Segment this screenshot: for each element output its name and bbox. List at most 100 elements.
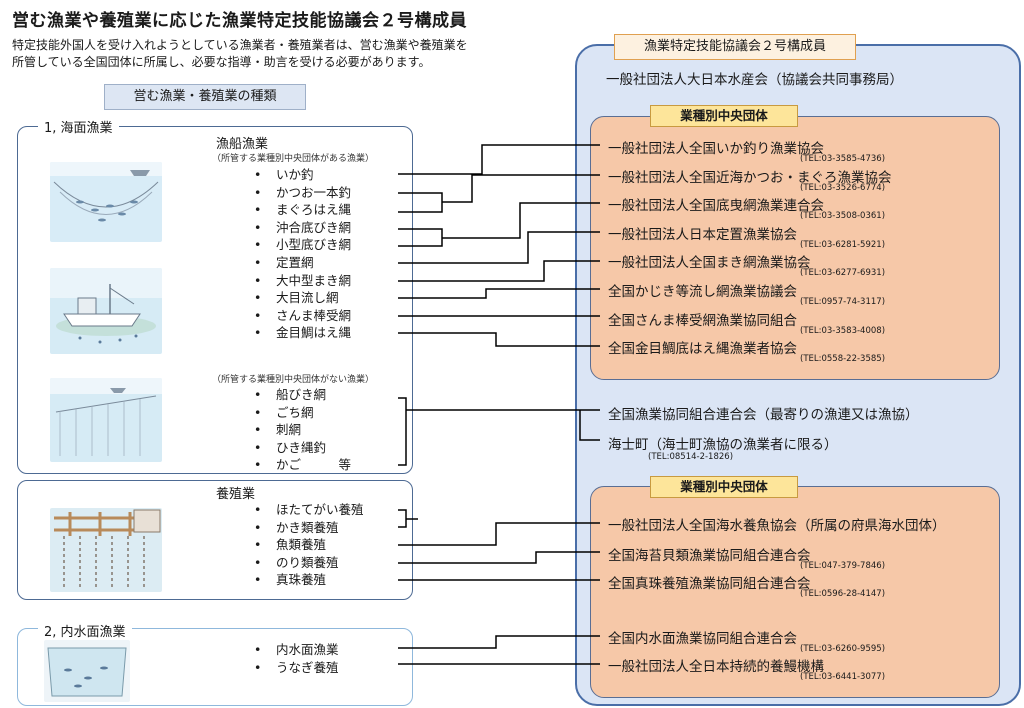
organization-phone: (TEL:047-379-7846) — [800, 561, 886, 571]
organization-phone: (TEL:03-3526-6774) — [800, 182, 886, 193]
aquaculture-list: •ほたてがい養殖•かき類養殖•魚類養殖•のり類養殖•真珠養殖 — [254, 501, 364, 589]
gill-net-illustration — [50, 378, 162, 462]
bullet-icon: • — [254, 572, 262, 588]
list-item: • 定置網 — [254, 254, 351, 272]
inland-pond-illustration — [44, 640, 130, 702]
list-item: •大中型まき網 — [254, 272, 351, 290]
bullet-icon: • — [254, 519, 262, 535]
organization-phone: (TEL:03-3508-0361) — [800, 211, 886, 222]
list-item: • 沖合底びき網 — [254, 219, 351, 237]
list-item: •魚類養殖 — [254, 536, 364, 554]
bullet-icon: • — [254, 219, 262, 235]
inland-list: • 内水面漁業 •うなぎ養殖 — [254, 641, 339, 676]
list-item-label: ほたてがい養殖 — [276, 502, 364, 517]
organization-entry: 全国かじき等流し網漁業協議会(TEL:0957-74-3117) — [608, 280, 892, 309]
list-item-label: 定置網 — [276, 254, 314, 270]
organization-phone: (TEL:03-3583-4008) — [800, 325, 886, 336]
list-item-label: さんま棒受網 — [276, 307, 352, 323]
organization-entry: 一般社団法人全国近海かつお・まぐろ漁業協会(TEL:03-3526-6774) — [608, 166, 892, 195]
page-title: 営む漁業や養殖業に応じた漁業特定技能協議会２号構成員 — [12, 11, 467, 31]
organization-phone: (TEL:03-6277-6931) — [800, 268, 886, 279]
organization-name: 一般社団法人全国いか釣り漁業協会 — [608, 141, 824, 157]
list-item-label: まぐろはえ縄 — [276, 202, 352, 218]
list-item: •さんま棒受網 — [254, 307, 351, 325]
organization-name: 一般社団法人全国近海かつお・まぐろ漁業協会 — [608, 169, 892, 186]
list-item: •まぐろはえ縄 — [254, 201, 351, 219]
list-item: • ひき縄釣 — [254, 439, 351, 457]
organization-entry: 全国さんま棒受網漁業協同組合(TEL:03-3583-4008) — [608, 309, 892, 338]
list-item-label: ごち網 — [276, 404, 314, 420]
list-item: •船びき網 — [254, 386, 351, 404]
fishing-boat-illustration — [50, 268, 162, 354]
marine-fishery-label: 1, 海面漁業 — [38, 117, 119, 136]
organization-name: 全国真珠養殖漁業協同組合連合会 — [608, 576, 811, 592]
aquaculture-title: 養殖業 — [216, 487, 256, 502]
list-item-label: 小型底びき網 — [276, 237, 352, 253]
bullet-icon: • — [254, 184, 262, 200]
secretariat: 一般社団法人大日本水産会（協議会共同事務局） — [606, 72, 903, 88]
organization-phone: (TEL:0596-28-4147) — [800, 589, 886, 599]
organization-entry: 一般社団法人全国まき網漁業協会(TEL:03-6277-6931) — [608, 251, 892, 280]
list-item: •いか釣 — [254, 166, 351, 184]
bullet-icon: • — [254, 254, 262, 270]
list-item-label: 船びき網 — [276, 387, 327, 402]
organization-phone: (TEL:08514-2-1826) — [648, 452, 734, 462]
organization-entry: 一般社団法人全国いか釣り漁業協会(TEL:03-3585-4736) — [608, 137, 892, 166]
other-org-list: 全国漁業協同組合連合会（最寄りの漁連又は漁協）海士町（海士町漁協の漁業者に限る）… — [608, 403, 919, 463]
aquaculture-raft-illustration — [50, 508, 162, 592]
organization-phone: (TEL:03-6281-5921) — [800, 239, 886, 250]
list-item: • 内水面漁業 — [254, 641, 339, 659]
organization-entry: 全国内水面漁業協同組合連合会(TEL:03-6260-9595) — [608, 627, 885, 654]
organization-entry: 一般社団法人全国底曳網漁業連合会(TEL:03-3508-0361) — [608, 194, 892, 223]
bullet-icon: • — [254, 537, 262, 553]
bullet-icon: • — [254, 404, 262, 420]
list-item-label: かき類養殖 — [276, 519, 339, 535]
organization-name: 全国かじき等流し網漁業協議会 — [608, 283, 797, 300]
organization-name: 全国海苔貝類漁業協同組合連合会 — [608, 548, 811, 564]
list-item-label: かご 等 — [276, 457, 352, 473]
organization-entry: 一般社団法人全国海水養魚協会（所属の府県海水団体） — [608, 514, 946, 534]
organization-name: 全国金目鯛底はえ縄漁業者協会 — [608, 341, 797, 358]
organization-name: 全国さんま棒受網漁業協同組合 — [608, 312, 797, 329]
bullet-icon: • — [254, 642, 262, 657]
list-item-label: いか釣 — [276, 167, 314, 182]
organization-entry: 一般社団法人全日本持続的養鰻機構(TEL:03-6441-3077) — [608, 655, 885, 682]
list-item: • ごち網 — [254, 404, 351, 422]
list-item-label: ひき縄釣 — [276, 439, 327, 455]
bullet-icon: • — [254, 325, 262, 341]
without-org-fishery-list: •船びき網•ごち網•刺網•ひき縄釣•かご 等 — [254, 386, 351, 474]
bullet-icon: • — [254, 237, 262, 253]
fishery-types-caption: 営む漁業・養殖業の種類 — [104, 84, 306, 110]
list-item-label: のり類養殖 — [276, 554, 339, 570]
bullet-icon: • — [254, 290, 262, 306]
intro-line-2: 所管している全国団体に所属し、必要な指導・助言を受ける必要があります。 — [12, 55, 431, 69]
list-item: •のり類養殖 — [254, 554, 364, 572]
organization-entry: 全国海苔貝類漁業協同組合連合会(TEL:047-379-7846) — [608, 544, 885, 571]
bullet-icon: • — [254, 439, 262, 455]
organization-entry: 全国金目鯛底はえ縄漁業者協会(TEL:0558-22-3585) — [608, 337, 892, 366]
industry-org-box-1 — [590, 116, 1000, 380]
bullet-icon: • — [254, 502, 262, 517]
list-item-label: 沖合底びき網 — [276, 219, 352, 235]
industry-org-list-1: 一般社団法人全国いか釣り漁業協会(TEL:03-3585-4736)一般社団法人… — [608, 137, 892, 366]
organization-phone: (TEL:0558-22-3585) — [800, 354, 886, 365]
with-org-fishery-list: •いか釣•かつお一本釣•まぐろはえ縄•沖合底びき網•小型底びき網•定置網•大中型… — [254, 166, 351, 342]
list-item-label: かつお一本釣 — [276, 184, 352, 200]
industry-org-label-1: 業種別中央団体 — [650, 105, 798, 127]
fishing-vessel-title: 漁船漁業 — [216, 137, 269, 152]
organization-name: 一般社団法人全国まき網漁業協会 — [608, 255, 811, 272]
list-item: •うなぎ養殖 — [254, 659, 339, 677]
organization-phone: (TEL:03-6441-3077) — [800, 672, 886, 682]
council-caption: 漁業特定技能協議会２号構成員 — [614, 34, 856, 60]
intro-line-1: 特定技能外国人を受け入れようとしている漁業者・養殖業者は、営む漁業や養殖業を — [12, 38, 468, 52]
list-item: •真珠養殖 — [254, 571, 364, 589]
organization-name: 全国漁業協同組合連合会（最寄りの漁連又は漁協） — [608, 407, 919, 423]
organization-phone: (TEL:03-6260-9595) — [800, 644, 886, 654]
list-item-label: 内水面漁業 — [276, 642, 339, 657]
list-item: •かご 等 — [254, 456, 351, 474]
industry-org-label-2: 業種別中央団体 — [650, 476, 798, 498]
organization-name: 一般社団法人日本定置漁業協会 — [608, 226, 797, 243]
organization-name: 全国内水面漁業協同組合連合会 — [608, 631, 797, 647]
organization-entry: 一般社団法人日本定置漁業協会(TEL:03-6281-5921) — [608, 223, 892, 252]
